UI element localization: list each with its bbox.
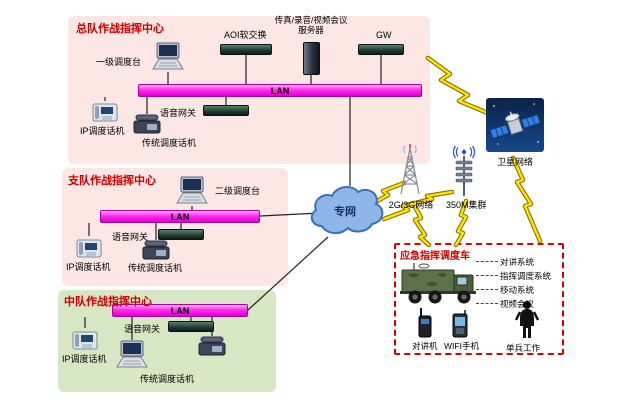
voice-gateway-device <box>158 229 204 240</box>
wifi-phone-label: WIFI手机 <box>444 341 479 351</box>
lightning-bolt <box>510 155 543 244</box>
system-connector-line <box>476 275 498 276</box>
dispatch-console-icon <box>116 340 148 368</box>
cell-tower-icon <box>400 144 420 195</box>
wifi-phone-icon <box>452 310 468 338</box>
ip-phone-icon <box>76 239 102 258</box>
trunking-label: 350M集群 <box>446 200 487 210</box>
lightning-bolt <box>425 55 493 117</box>
ip-phone-label: IP调度话机 <box>80 126 125 136</box>
gateway-label: GW <box>376 30 392 40</box>
lan-bar-hq3: LAN <box>112 304 248 317</box>
system-item: 对讲系统 <box>500 257 535 267</box>
voice-gateway-device <box>203 105 249 116</box>
media-server-label: 传真/录音/视频会议 服务器 <box>274 15 348 36</box>
soldier-icon <box>514 301 540 338</box>
system-item: 指挥调度系统 <box>500 271 552 281</box>
voice-gateway-label: 语音网关 <box>160 108 197 118</box>
trad-phone-label: 传统调度话机 <box>128 263 183 273</box>
detachment-center-title: 支队作战指挥中心 <box>68 175 156 187</box>
trad-phone-label: 传统调度话机 <box>142 138 197 148</box>
ip-phone-label: IP调度话机 <box>62 354 107 364</box>
command-vehicle-icon <box>400 263 476 304</box>
squadron-center-title: 中队作战指挥中心 <box>64 296 152 308</box>
vehicle-box-title: 应急指挥调度车 <box>400 251 470 262</box>
trad-phone-label: 传统调度话机 <box>140 374 195 384</box>
satellite-icon <box>486 98 544 152</box>
dispatch-console-icon <box>176 176 208 204</box>
ip-phone-icon <box>72 331 98 350</box>
server-icon <box>303 42 320 75</box>
system-connector-line <box>476 303 498 304</box>
softswitch-label: AOI软交换 <box>224 30 267 40</box>
voice-gateway-device <box>168 321 214 332</box>
corps-center-title: 总队作战指挥中心 <box>76 23 164 35</box>
desk-phone-icon <box>133 114 161 134</box>
system-connector-line <box>476 261 498 262</box>
voice-gateway-label: 语音网关 <box>112 232 149 242</box>
private-network-cloud: 专网 <box>310 186 384 234</box>
voice-gateway-label: 语音网关 <box>124 324 161 334</box>
cell-network-label: 2G/3G网络 <box>388 200 434 210</box>
level2-console-label: 二级调度台 <box>215 186 261 196</box>
ip-phone-icon <box>92 103 118 122</box>
system-item: 移动系统 <box>500 285 535 295</box>
softswitch-device <box>220 44 272 55</box>
lan-bar-hq2: LAN <box>100 210 260 223</box>
satellite-network-label: 卫星网络 <box>496 157 533 167</box>
cloud-label: 专网 <box>334 204 356 218</box>
ip-phone-label: IP调度话机 <box>66 262 111 272</box>
gw-device <box>358 44 404 55</box>
dispatch-console-icon <box>152 42 184 70</box>
trunking-antenna-icon <box>452 146 476 196</box>
lan-bar-hq1: LAN <box>138 84 422 97</box>
level1-console-label: 一级调度台 <box>96 57 142 67</box>
system-connector-line <box>476 289 498 290</box>
desk-phone-icon <box>142 240 170 260</box>
soldier-label: 单兵工作 <box>506 343 541 353</box>
walkie-talkie-icon <box>418 308 432 338</box>
walkie-talkie-label: 对讲机 <box>412 341 438 351</box>
desk-phone-icon <box>198 336 226 356</box>
system-item: 视频会议 <box>500 299 535 309</box>
